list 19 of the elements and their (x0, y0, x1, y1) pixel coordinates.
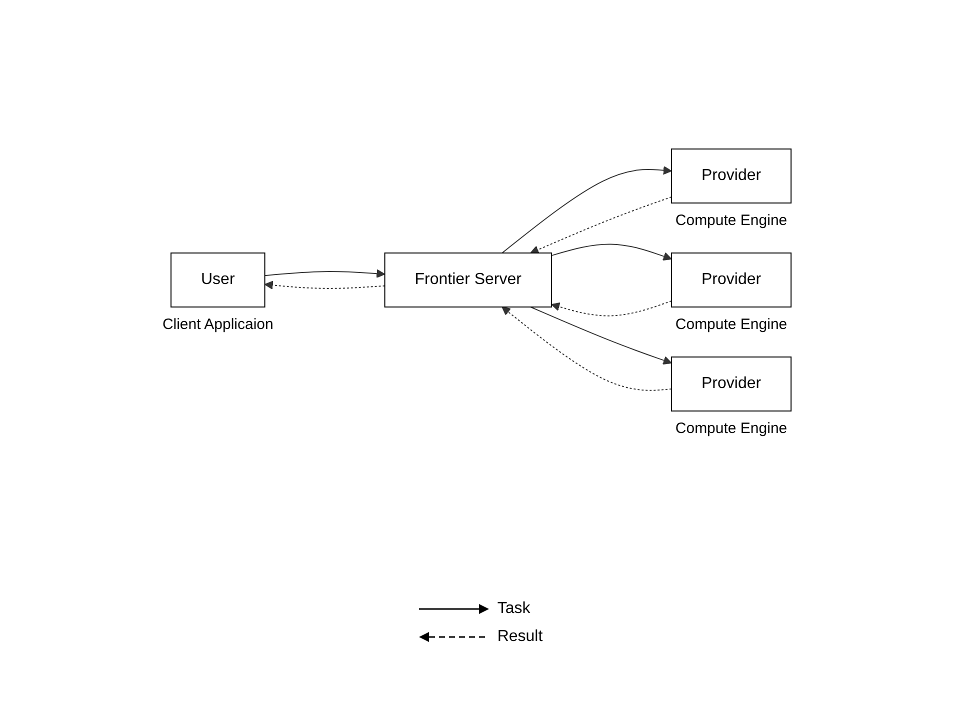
arrow (550, 244, 672, 261)
arrow (530, 306, 672, 365)
arrow (551, 300, 672, 316)
arrow (530, 196, 672, 254)
legend-label: Task (497, 600, 530, 618)
arrow (264, 280, 386, 290)
node-box: Provider (670, 356, 792, 412)
node-box: User (170, 252, 266, 308)
node-box: Frontier Server (384, 252, 552, 308)
legend-label: Result (497, 628, 543, 646)
arrow (502, 166, 672, 254)
node-box: Provider (670, 148, 792, 204)
arrow (264, 269, 386, 278)
node-caption: Compute Engine (675, 212, 788, 229)
node-caption: Compute Engine (675, 316, 788, 333)
node-box: Provider (670, 252, 792, 308)
arrow (502, 306, 672, 391)
node-caption: Compute Engine (675, 420, 788, 437)
node-caption: Client Applicaion (162, 316, 274, 333)
